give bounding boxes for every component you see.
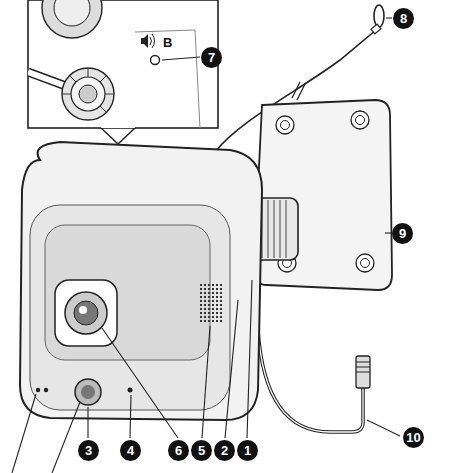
callout-number: 9 bbox=[392, 223, 413, 244]
callout-number: 2 bbox=[214, 440, 235, 461]
callout-number: 1 bbox=[237, 440, 258, 461]
callout-number: 5 bbox=[191, 440, 212, 461]
port-label: B bbox=[163, 35, 172, 50]
callout-number: 6 bbox=[168, 440, 189, 461]
callout-number: 4 bbox=[120, 440, 141, 461]
callout-number: 10 bbox=[403, 427, 424, 448]
callout-number: 3 bbox=[78, 440, 99, 461]
callout-number: 7 bbox=[201, 47, 222, 68]
callout-number: 8 bbox=[393, 8, 414, 29]
